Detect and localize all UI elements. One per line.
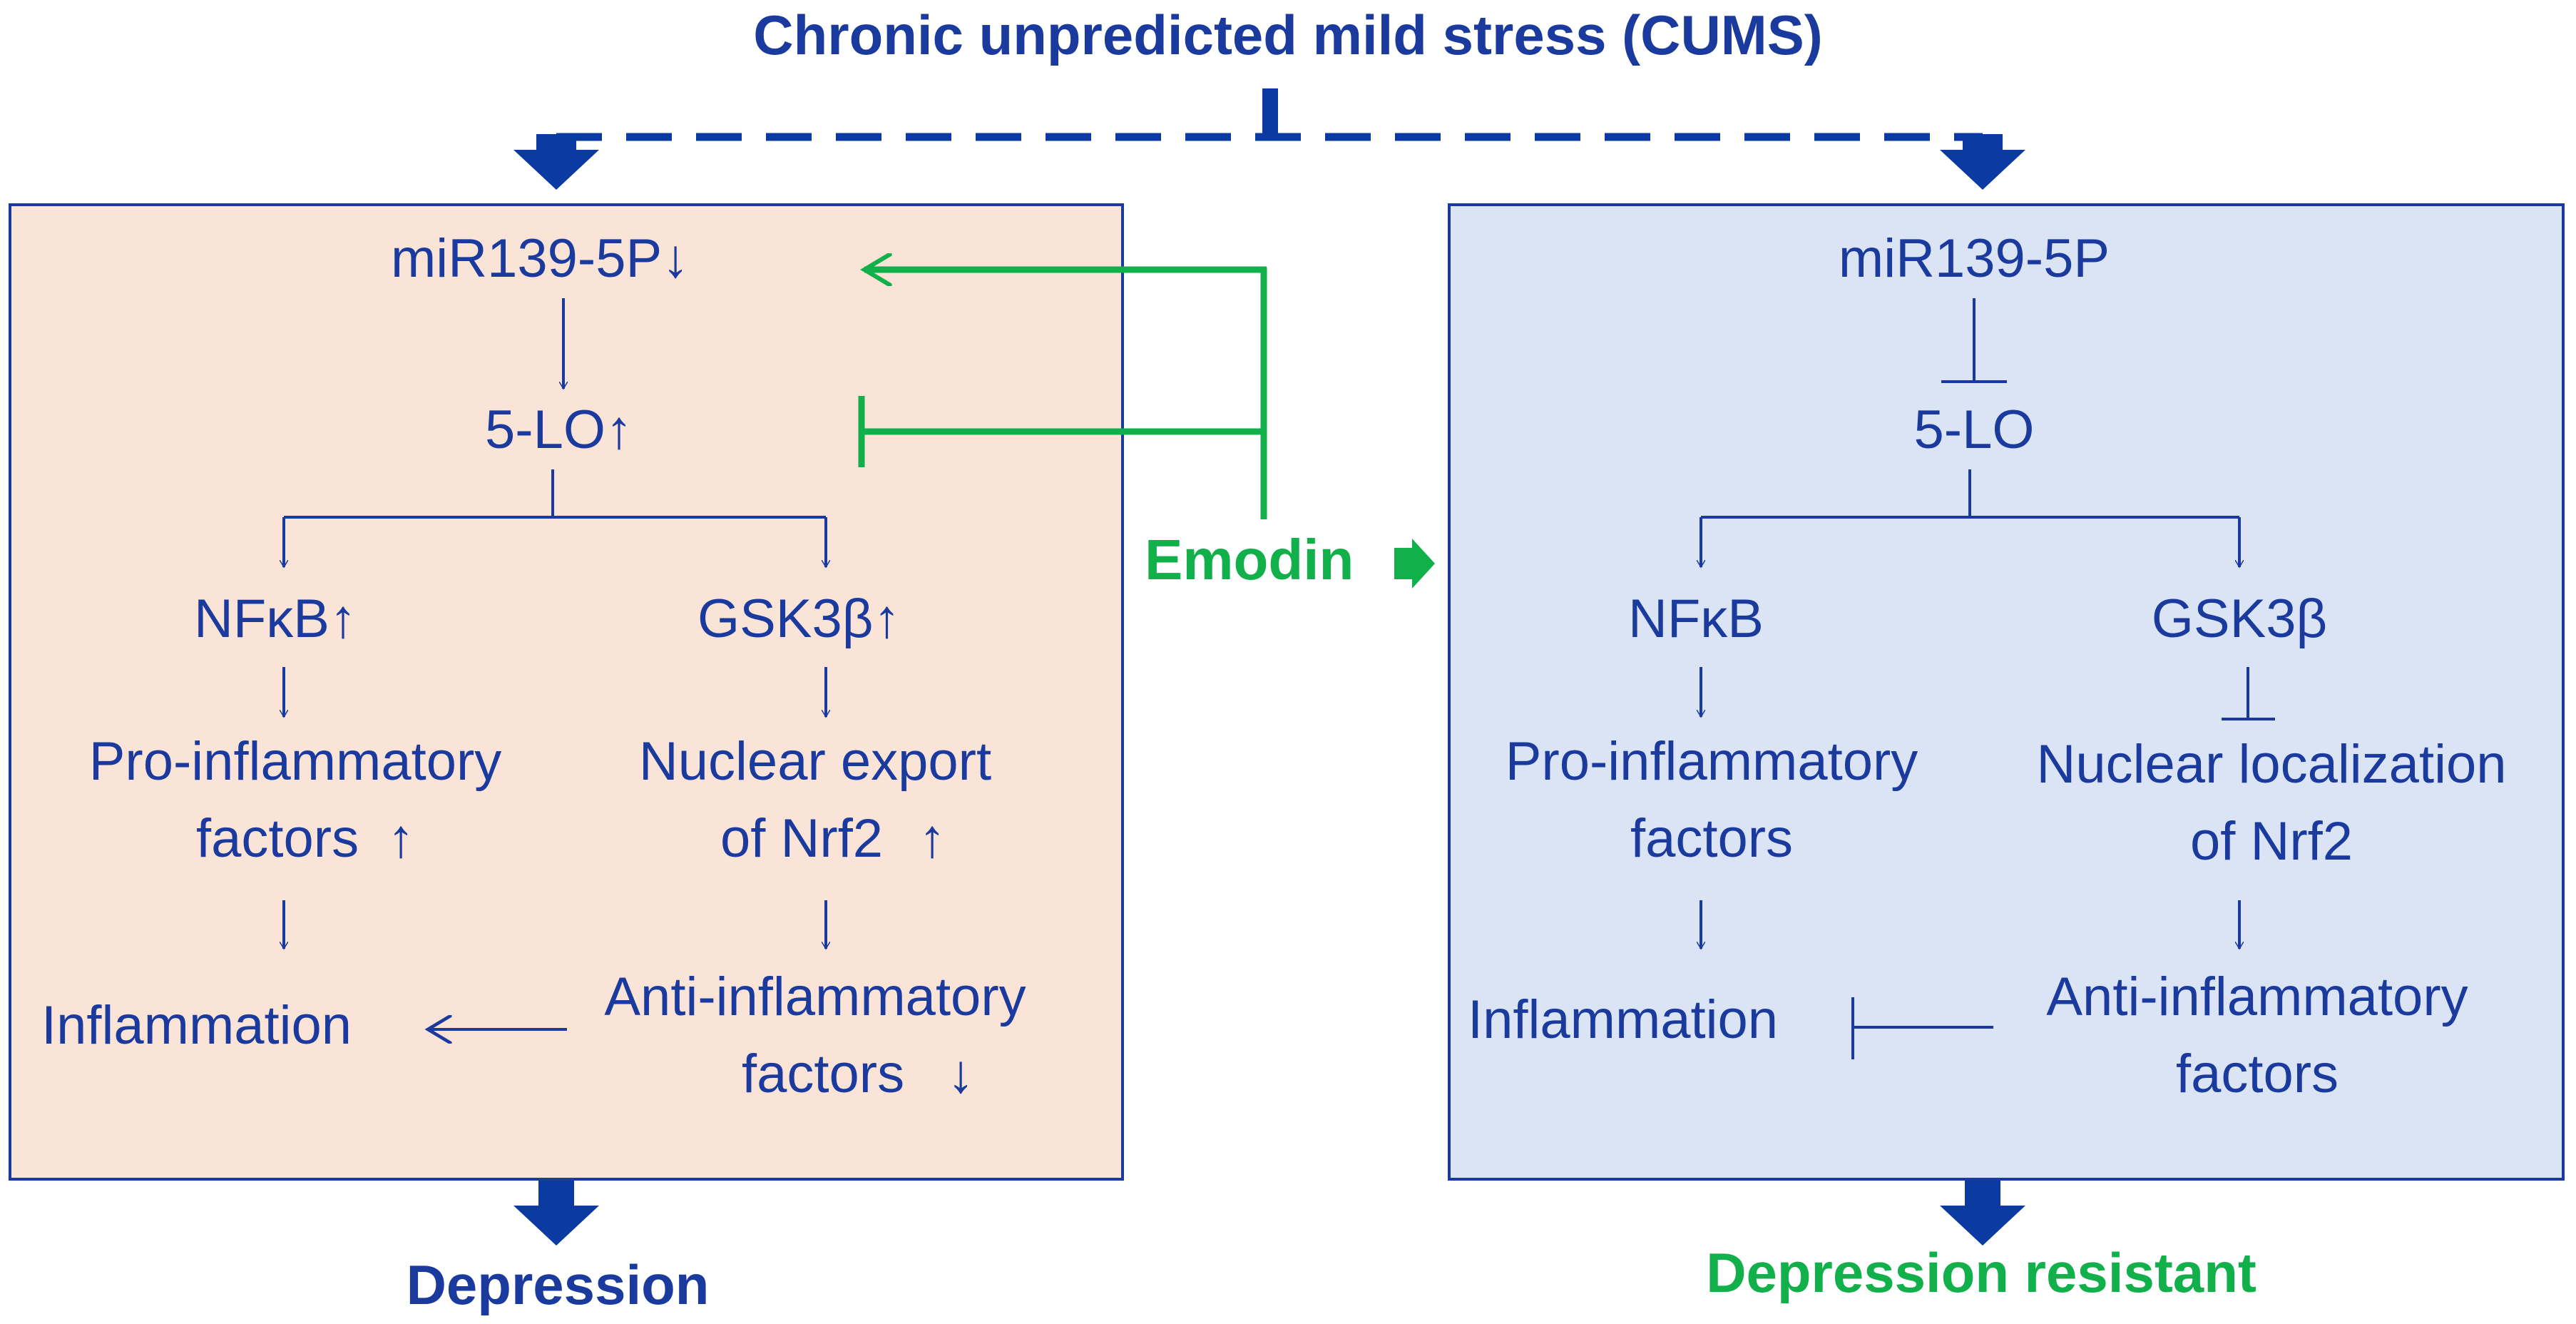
l-pro-line1: Pro-inflammatory bbox=[88, 731, 502, 792]
l-lo-label: 5-LO bbox=[485, 399, 605, 460]
l-outcome-depression: Depression bbox=[406, 1253, 710, 1316]
l-nuc-line2: of Nrf2↑ bbox=[720, 812, 946, 866]
left-panel bbox=[9, 203, 1124, 1181]
l-anti-line2: factors ↓ bbox=[742, 1047, 974, 1101]
r-anti-line1: Anti-inflammatory bbox=[2046, 967, 2468, 1027]
l-lo-node: 5-LO↑ bbox=[485, 403, 633, 457]
l-nuc-up-arrow: ↑ bbox=[919, 808, 946, 869]
l-mir-node: miR139-5P↓ bbox=[391, 232, 689, 286]
l-gsk-node: GSK3β↑ bbox=[697, 592, 900, 646]
l-nuc-line1: Nuclear export bbox=[638, 731, 992, 792]
l-nfkb-label: NFκB bbox=[194, 589, 329, 649]
left-outcome-block-arrow bbox=[513, 1181, 599, 1246]
l-mir-down-arrow: ↓ bbox=[662, 228, 690, 289]
emodin-label: Emodin bbox=[1145, 528, 1354, 591]
l-pro-label2: factors bbox=[196, 808, 359, 869]
l-gsk-label: GSK3β bbox=[697, 589, 874, 649]
r-nuc-line2: of Nrf2 bbox=[2189, 811, 2353, 872]
r-anti-line2: factors bbox=[2175, 1044, 2339, 1104]
r-mir-label: miR139-5P bbox=[1838, 228, 2110, 289]
cums-title: Chronic unpredicted mild stress (CUMS) bbox=[753, 4, 1823, 66]
l-anti-down-arrow: ↓ bbox=[947, 1044, 975, 1104]
r-nfkb-label: NFκB bbox=[1628, 589, 1764, 649]
l-pro-line2: factors↑ bbox=[196, 812, 414, 866]
l-nuc-label2: of Nrf2 bbox=[720, 808, 884, 869]
l-mir-label: miR139-5P bbox=[391, 228, 663, 289]
l-anti-label2: factors bbox=[742, 1044, 905, 1104]
r-gsk-label: GSK3β bbox=[2151, 589, 2328, 649]
l-lo-up-arrow: ↑ bbox=[605, 399, 633, 460]
r-nuc-line1: Nuclear localization bbox=[2036, 734, 2507, 795]
right-panel bbox=[1448, 203, 2565, 1181]
l-nfkb-node: NFκB↑ bbox=[194, 592, 357, 646]
l-gsk-up-arrow: ↑ bbox=[873, 589, 901, 649]
r-pro-line2: factors bbox=[1630, 808, 1794, 869]
r-outcome-depression-resistant: Depression resistant bbox=[1706, 1241, 2256, 1304]
cums-left-block-arrow bbox=[513, 134, 599, 190]
emodin-block-arrow bbox=[1394, 539, 1435, 589]
r-pro-line1: Pro-inflammatory bbox=[1505, 731, 1918, 792]
r-inflammation: Inflammation bbox=[1468, 989, 1779, 1050]
l-pro-up-arrow: ↑ bbox=[387, 808, 415, 869]
cums-stem bbox=[1262, 88, 1278, 138]
l-nfkb-up-arrow: ↑ bbox=[329, 589, 357, 649]
cums-right-block-arrow bbox=[1940, 134, 2025, 190]
l-anti-line1: Anti-inflammatory bbox=[604, 967, 1026, 1027]
r-lo-label: 5-LO bbox=[1913, 399, 2035, 460]
right-outcome-block-arrow bbox=[1940, 1181, 2025, 1246]
l-inflammation: Inflammation bbox=[41, 995, 352, 1056]
